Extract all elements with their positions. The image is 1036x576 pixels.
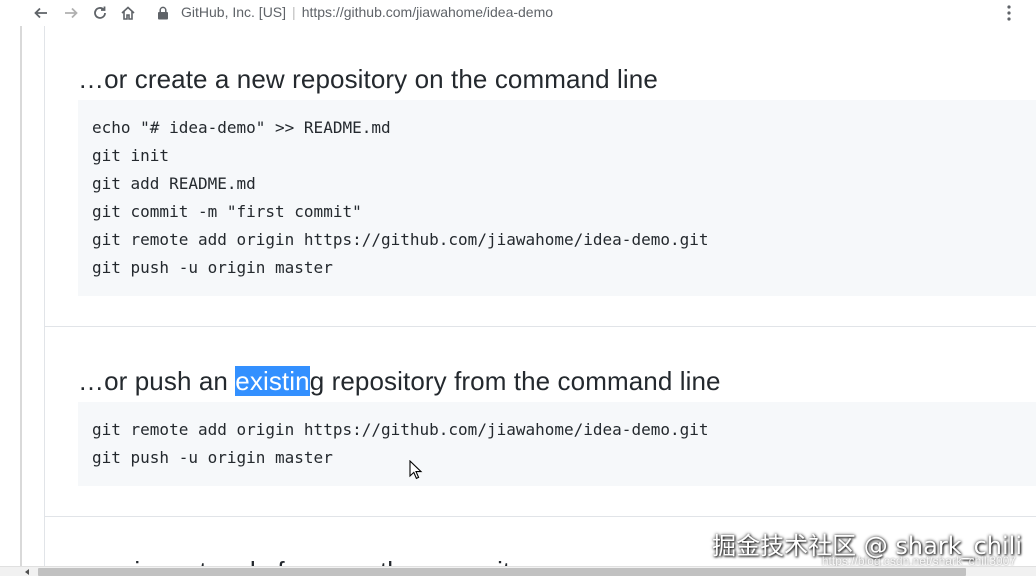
section-divider	[45, 516, 1036, 517]
code-block-create[interactable]: echo "# idea-demo" >> README.md git init…	[78, 100, 1036, 296]
section-heading-create: …or create a new repository on the comma…	[78, 64, 658, 95]
section-heading-import: …or import code from another repository	[78, 556, 546, 566]
scrollbar-thumb[interactable]	[38, 568, 966, 576]
url-text: https://github.com/jiawahome/idea-demo	[301, 4, 554, 20]
section-divider	[45, 326, 1036, 327]
back-button[interactable]	[30, 2, 52, 24]
arrow-right-icon	[65, 7, 78, 19]
site-identity: GitHub, Inc. [US]	[181, 4, 287, 20]
page-viewport: …or create a new repository on the comma…	[0, 26, 1036, 566]
browser-toolbar: GitHub, Inc. [US] | https://github.com/jia…	[0, 0, 1036, 26]
quick-setup-box	[44, 26, 1036, 566]
heading-text-start: …or push an	[78, 366, 236, 396]
heading-text-end: g repository from the command line	[309, 366, 721, 396]
reload-button[interactable]	[89, 2, 111, 24]
gutter-edge	[20, 26, 22, 566]
scroll-left-icon[interactable]	[24, 569, 30, 575]
code-line: git add README.md	[92, 174, 256, 193]
code-line: git push -u origin master	[92, 448, 333, 467]
forward-button[interactable]	[60, 2, 82, 24]
mouse-cursor-icon	[409, 460, 423, 480]
watermark: 掘金技术社区 @ shark_chili	[712, 532, 1022, 560]
section-heading-push: …or push an existing repository from the…	[78, 366, 721, 397]
arrow-left-icon	[34, 7, 47, 19]
code-line: git push -u origin master	[92, 258, 333, 277]
address-bar[interactable]: GitHub, Inc. [US] | https://github.com/jia…	[181, 3, 553, 23]
address-separator: |	[292, 4, 296, 20]
lock-icon	[158, 6, 168, 20]
left-gutter	[0, 26, 22, 566]
heading-text: …or create a new repository on the comma…	[78, 64, 658, 94]
watermark-url: https://blog.csdn.net/shark_chili3007	[821, 554, 1016, 568]
horizontal-scrollbar[interactable]	[0, 566, 1036, 576]
home-icon	[121, 6, 135, 20]
selected-text: existin	[235, 366, 310, 396]
reload-icon	[94, 6, 106, 19]
home-button[interactable]	[117, 2, 139, 24]
code-block-push[interactable]: git remote add origin https://github.com…	[78, 402, 1036, 486]
more-vert-icon[interactable]	[1004, 4, 1014, 22]
code-line: git commit -m "first commit"	[92, 202, 362, 221]
code-line: git remote add origin https://github.com…	[92, 230, 709, 249]
code-line: echo "# idea-demo" >> README.md	[92, 118, 391, 137]
code-line: git remote add origin https://github.com…	[92, 420, 709, 439]
code-line: git init	[92, 146, 170, 165]
